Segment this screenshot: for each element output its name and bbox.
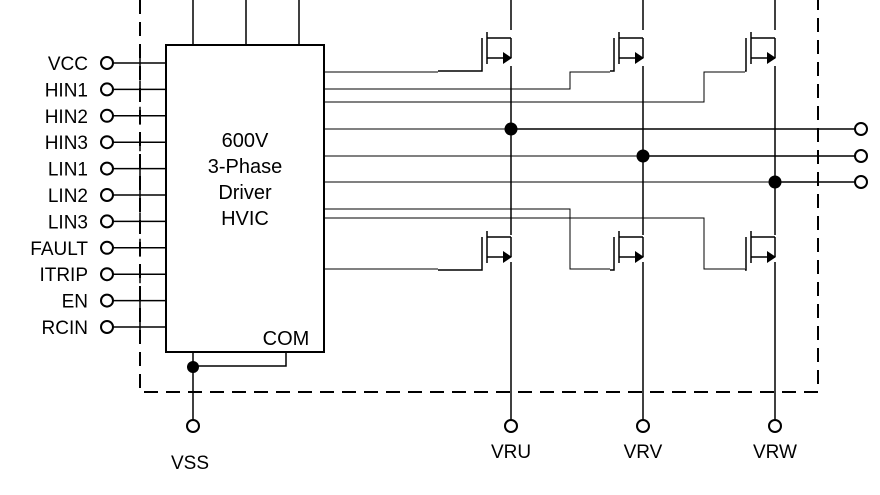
input-pin-lin1: LIN1 bbox=[48, 159, 166, 181]
driver-ic-label-line-2: 3-Phase bbox=[208, 156, 283, 178]
input-pin-terminal bbox=[100, 240, 114, 255]
transistor-low-side-u bbox=[438, 231, 512, 271]
driver-ic-box bbox=[165, 44, 325, 353]
gate-drive-lines bbox=[324, 71, 745, 270]
phase-w-output-terminal bbox=[854, 175, 868, 189]
input-pin-lin3: LIN3 bbox=[48, 212, 166, 233]
vss-label: VSS bbox=[171, 453, 209, 474]
input-pin-terminal bbox=[100, 82, 114, 97]
input-pin-label: HIN1 bbox=[45, 80, 88, 101]
input-pin-rcin: RCIN bbox=[42, 318, 166, 339]
input-pin-label: VCC bbox=[48, 54, 88, 75]
input-pin-terminal bbox=[100, 293, 114, 308]
input-pin-terminal bbox=[100, 188, 114, 202]
input-pin-label: RCIN bbox=[42, 318, 88, 339]
vss-junction-dot bbox=[187, 361, 199, 373]
driver-supply-wires bbox=[192, 0, 300, 45]
driver-ic-label-line-3: Driver bbox=[218, 182, 272, 204]
emitter-arrow-icon bbox=[635, 52, 644, 64]
input-pin-terminal bbox=[100, 56, 114, 70]
input-pin-label: FAULT bbox=[30, 239, 88, 260]
transistor-low-side-v bbox=[610, 231, 644, 271]
input-pin-label: LIN1 bbox=[48, 160, 88, 181]
shunt-terminals: VRU VRV VRW bbox=[491, 419, 797, 463]
driver-ic: 600V 3-Phase Driver HVIC COM bbox=[165, 44, 325, 353]
phase-v-junction-dot bbox=[636, 149, 650, 163]
transistor-legs bbox=[438, 0, 776, 420]
input-pin-terminal bbox=[100, 108, 114, 123]
input-pin-hin3: HIN3 bbox=[45, 133, 166, 154]
input-pin-lin2: LIN2 bbox=[48, 186, 166, 207]
input-pin-label: HIN2 bbox=[45, 107, 88, 128]
vss-terminal bbox=[186, 419, 200, 433]
phase-leg-v bbox=[610, 0, 644, 420]
emitter-arrow-icon bbox=[767, 251, 776, 263]
module-boundary bbox=[139, 0, 819, 393]
input-pin-label: LIN3 bbox=[48, 212, 88, 233]
phase-junctions bbox=[504, 122, 782, 189]
input-pin-label: HIN3 bbox=[45, 133, 88, 154]
input-pin-label: EN bbox=[62, 292, 88, 313]
input-pin-terminal bbox=[100, 320, 114, 334]
emitter-arrow-icon bbox=[635, 251, 644, 263]
vru-label: VRU bbox=[491, 442, 531, 463]
phase-u-output-terminal bbox=[854, 122, 868, 136]
input-pin-hin1: HIN1 bbox=[45, 80, 166, 101]
vss-wiring: VSS bbox=[171, 352, 287, 474]
input-pin-terminal bbox=[100, 267, 114, 282]
phase-u-junction-dot bbox=[504, 122, 518, 136]
phase-leg-u bbox=[438, 0, 512, 420]
input-pin-itrip: ITRIP bbox=[39, 265, 166, 286]
driver-ic-label-line-1: 600V bbox=[222, 130, 269, 152]
driver-ic-label-line-4: HVIC bbox=[221, 208, 269, 230]
input-pin-terminal bbox=[100, 161, 114, 176]
input-pin-label: LIN2 bbox=[48, 186, 88, 207]
input-pin-fault: FAULT bbox=[30, 238, 166, 260]
driver-ic-com-label: COM bbox=[263, 328, 310, 350]
input-pin-en: EN bbox=[62, 291, 166, 313]
vrw-label: VRW bbox=[753, 442, 797, 463]
phase-leg-w bbox=[745, 0, 776, 420]
emitter-arrow-icon bbox=[503, 52, 512, 64]
vrw-terminal bbox=[768, 419, 782, 433]
vru-terminal bbox=[504, 419, 518, 433]
phase-w-junction-dot bbox=[768, 175, 782, 189]
input-pin-hin2: HIN2 bbox=[45, 106, 166, 128]
emitter-arrow-icon bbox=[503, 251, 512, 263]
input-pin-label: ITRIP bbox=[39, 265, 88, 286]
emitter-arrow-icon bbox=[767, 52, 776, 64]
input-pin-vcc: VCC bbox=[48, 54, 166, 75]
transistor-low-side-w bbox=[745, 231, 776, 271]
transistor-high-side-u bbox=[438, 32, 512, 72]
transistor-high-side-w bbox=[745, 32, 776, 72]
input-pin-terminal bbox=[100, 214, 114, 229]
phase-output-lines bbox=[324, 122, 868, 189]
phase-v-output-terminal bbox=[854, 149, 868, 163]
transistor-high-side-v bbox=[610, 32, 644, 72]
vrv-terminal bbox=[636, 419, 650, 433]
input-pin-terminal bbox=[100, 135, 114, 150]
vrv-label: VRV bbox=[624, 442, 663, 463]
